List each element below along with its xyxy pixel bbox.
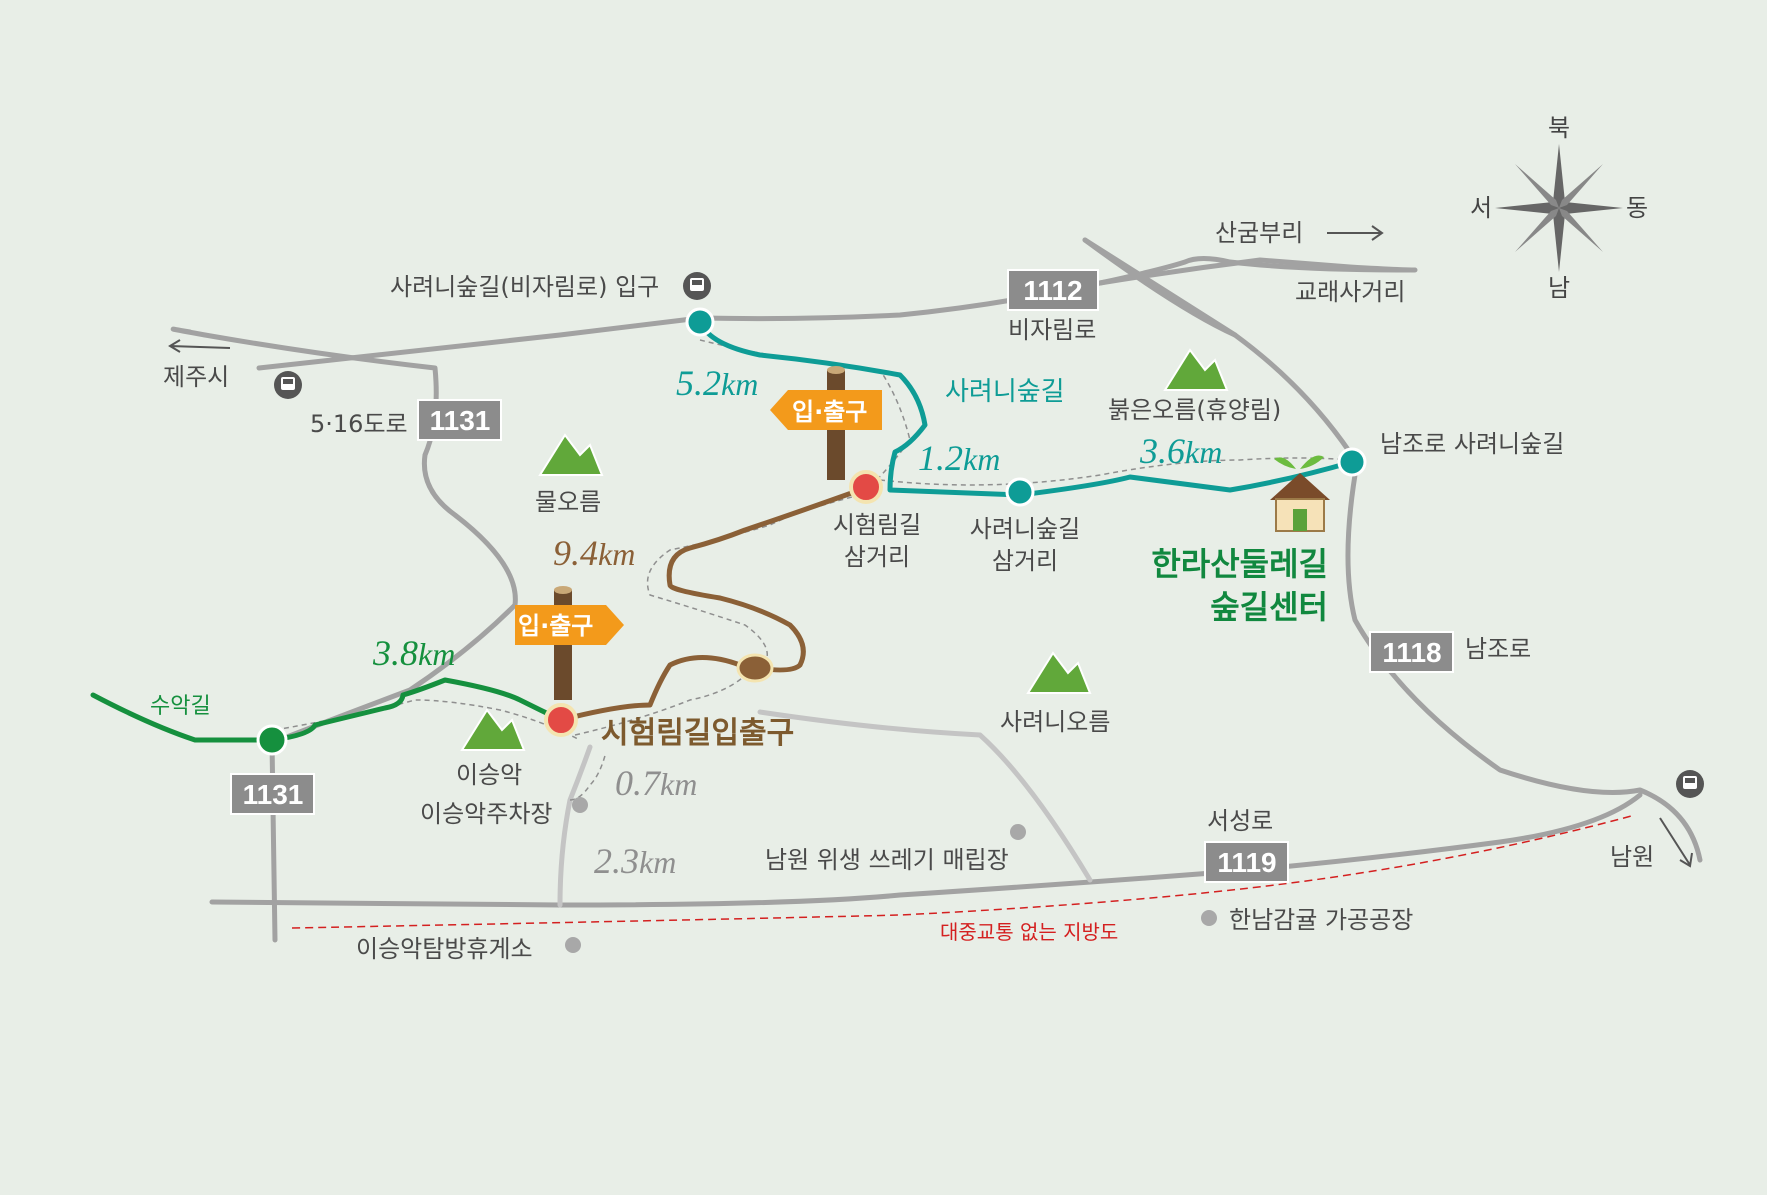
node-saryeoni-junction bbox=[1005, 477, 1035, 507]
place-namwon: 남원 bbox=[1610, 843, 1654, 871]
road-name-namjoro: 남조로 bbox=[1465, 635, 1531, 663]
svg-text:1112: 1112 bbox=[1023, 275, 1082, 306]
mountain-bulgeun bbox=[1163, 348, 1229, 391]
compass-north: 북 bbox=[1548, 114, 1570, 142]
shield-1131-top: 1131 bbox=[417, 399, 502, 441]
distance-label: 3.8km bbox=[372, 633, 455, 673]
no-transit-warning: 대중교통 없는 지방도 bbox=[940, 920, 1118, 944]
place-iseungak-rest: 이승악탐방휴게소 bbox=[356, 935, 533, 963]
road-name-bijarimro: 비자림로 bbox=[1008, 316, 1096, 344]
bus-icon bbox=[683, 272, 711, 300]
arrow-right-icon bbox=[1327, 225, 1384, 241]
node-siheomrim-entrance bbox=[544, 703, 578, 737]
trail-saryeoni-north bbox=[697, 319, 1355, 498]
junction-siheomrim-line1: 시험림길 bbox=[833, 511, 921, 539]
place-sangumburi: 산굼부리 bbox=[1215, 219, 1303, 247]
place-bulgeun: 붉은오름(휴양림) bbox=[1108, 396, 1281, 424]
trail-suak bbox=[90, 677, 564, 743]
siheomrim-entrance-label: 시험림길입출구 bbox=[601, 716, 794, 751]
poi-hannam bbox=[1201, 910, 1217, 926]
svg-text:1131: 1131 bbox=[243, 779, 304, 810]
bus-icon bbox=[1676, 770, 1704, 798]
road-landfill bbox=[757, 709, 1093, 883]
compass-south: 남 bbox=[1548, 274, 1570, 302]
road-iseungak bbox=[557, 744, 593, 908]
road-516-upper bbox=[170, 326, 208, 338]
place-mureoreum: 물오름 bbox=[535, 488, 601, 516]
road-seoseongro bbox=[209, 792, 1643, 908]
compass-east: 동 bbox=[1626, 194, 1648, 222]
bus-icon bbox=[274, 371, 302, 399]
road-1131-vertical bbox=[269, 739, 278, 943]
node-siheomrim-junction bbox=[849, 470, 883, 504]
place-iseungak: 이승악 bbox=[456, 761, 522, 789]
forest-center-line2: 숲길센터 bbox=[1210, 588, 1328, 626]
mountain-mureoreum bbox=[538, 433, 604, 476]
sign-entrance-label: 입·출구 bbox=[792, 398, 867, 426]
distance-label: 1.2km bbox=[918, 438, 1000, 478]
node-saryeoni-entrance bbox=[685, 307, 715, 337]
poi-landfill bbox=[1010, 824, 1026, 840]
road-name-516: 5·16도로 bbox=[310, 410, 408, 438]
road-name-seoseongro: 서성로 bbox=[1207, 807, 1273, 835]
sign-entrance-label: 입·출구 bbox=[518, 612, 593, 640]
shield-1119: 1119 bbox=[1204, 841, 1289, 883]
place-jejusi: 제주시 bbox=[163, 363, 229, 391]
distance-label: 5.2km bbox=[676, 363, 758, 403]
road-namjo-to-bijarim bbox=[1082, 237, 1238, 338]
arrow-left-icon bbox=[168, 339, 231, 353]
trail-siheomrim bbox=[558, 487, 863, 723]
distance-label: 0.7km bbox=[615, 763, 697, 803]
place-landfill: 남원 위생 쓰레기 매립장 bbox=[765, 846, 1009, 874]
svg-text:1131: 1131 bbox=[430, 405, 491, 436]
namwon-arrow bbox=[1659, 817, 1691, 866]
junction-saryeoni-line1: 사려니숲길 bbox=[970, 515, 1080, 543]
road-516 bbox=[202, 332, 518, 745]
place-saryeonioreum: 사려니오름 bbox=[1000, 708, 1110, 736]
svg-text:1118: 1118 bbox=[1382, 637, 1441, 668]
poi-iseungak-rest bbox=[565, 937, 581, 953]
place-gyorae: 교래사거리 bbox=[1295, 278, 1405, 306]
place-namjo-saryeoni: 남조로 사려니숲길 bbox=[1380, 430, 1564, 458]
mountain-iseungak bbox=[460, 708, 526, 751]
no-transit-road-line bbox=[291, 814, 1636, 929]
house-icon bbox=[1270, 455, 1330, 532]
signpost-north: 입·출구 bbox=[770, 366, 882, 480]
forest-center-line1: 한라산둘레길 bbox=[1151, 545, 1328, 583]
node-namjo-saryeoni bbox=[1337, 447, 1367, 477]
shield-1118: 1118 bbox=[1369, 631, 1454, 673]
trail-name-suak: 수악길 bbox=[150, 694, 211, 719]
distance-label: 9.4km bbox=[553, 533, 635, 573]
node-suak bbox=[256, 724, 288, 756]
compass-west: 서 bbox=[1470, 194, 1492, 222]
distance-label: 3.6km bbox=[1139, 431, 1222, 471]
junction-siheomrim-line2: 삼거리 bbox=[844, 543, 910, 571]
road-bijarimro bbox=[256, 257, 1418, 371]
compass-rose bbox=[1495, 144, 1623, 272]
place-iseungak-parking: 이승악주차장 bbox=[420, 800, 552, 828]
signpost-south: 입·출구 bbox=[515, 586, 624, 700]
distance-label: 2.3km bbox=[594, 841, 676, 881]
node-brown-loop bbox=[736, 653, 774, 683]
mountain-saryeonioreum bbox=[1026, 651, 1092, 694]
shield-1112: 1112 bbox=[1007, 269, 1099, 311]
junction-saryeoni-line2: 삼거리 bbox=[992, 547, 1058, 575]
shield-1131-bottom: 1131 bbox=[230, 773, 315, 815]
svg-text:1119: 1119 bbox=[1217, 847, 1276, 878]
trail-name-saryeoni: 사려니숲길 bbox=[945, 377, 1065, 407]
place-saryeoni-entrance: 사려니숲길(비자림로) 입구 bbox=[390, 273, 659, 301]
roads bbox=[170, 237, 1703, 943]
road-to-sangumburi bbox=[1097, 256, 1413, 286]
poi-iseungak-parking bbox=[572, 797, 588, 813]
place-hannam: 한남감귤 가공공장 bbox=[1229, 906, 1413, 934]
